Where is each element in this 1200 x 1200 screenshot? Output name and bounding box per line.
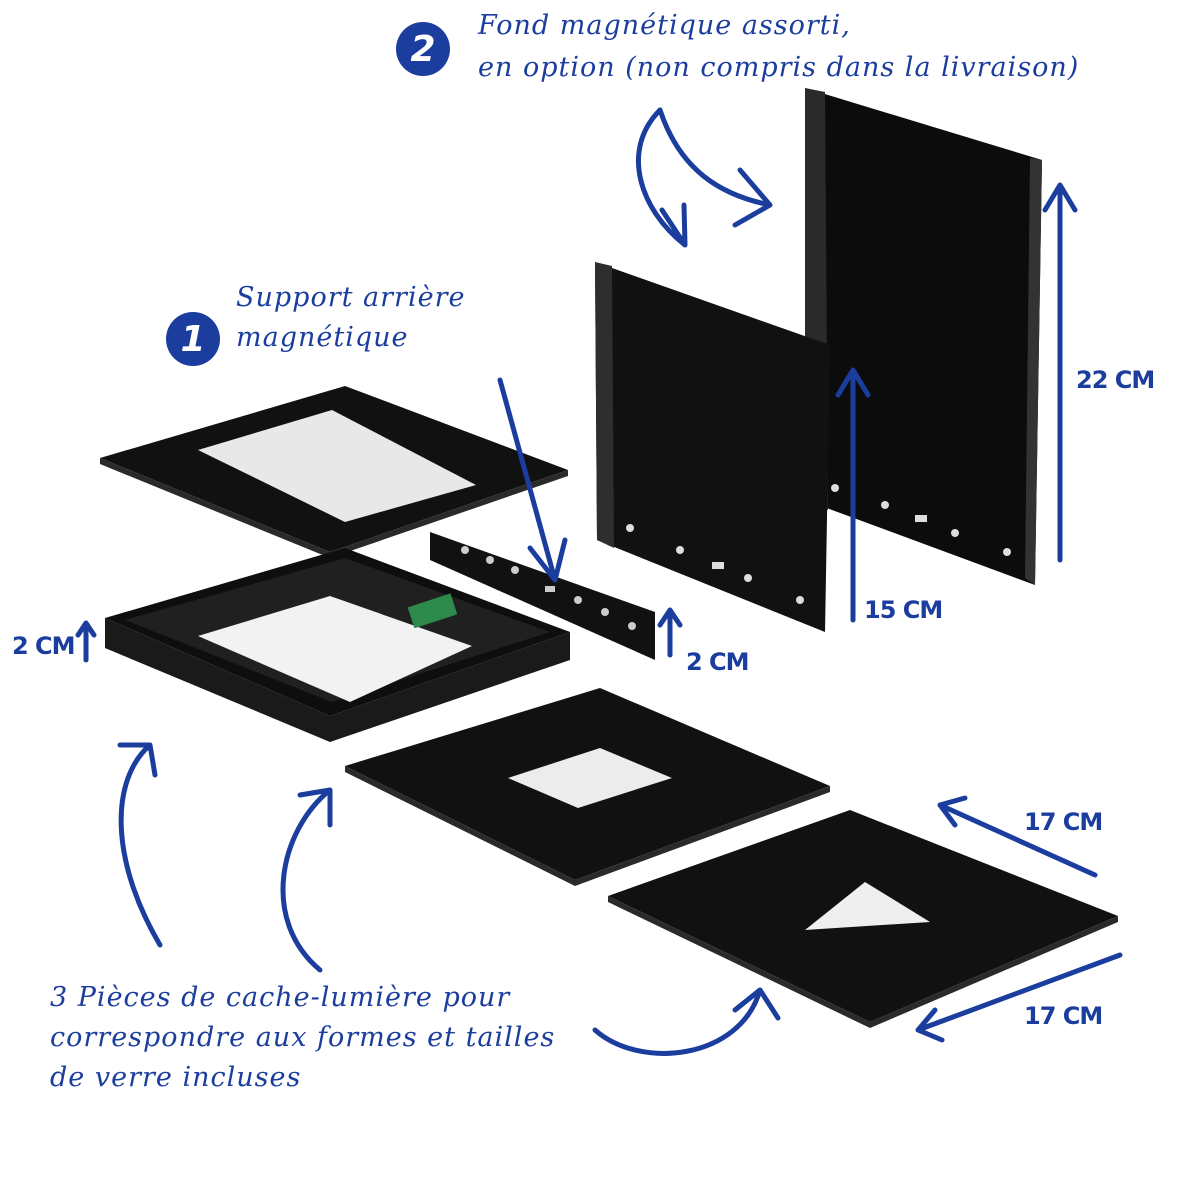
- arrow-icon: [657, 107, 773, 228]
- light-covers-label-line3: de verre incluses: [50, 1062, 302, 1093]
- dimension-strip-2cm: 2 CM: [686, 648, 750, 676]
- optional-back-label-line2: en option (non compris dans la livraison…: [478, 52, 1080, 83]
- arrow-icon: [636, 107, 688, 248]
- optional-back-label-line1: Fond magnétique assorti,: [478, 10, 851, 41]
- arrow-icon: [915, 952, 1123, 1043]
- arrow-icon: [75, 620, 97, 663]
- annotation-arrows: [75, 107, 1123, 1056]
- arrow-icon: [835, 367, 871, 623]
- square-window-plate: [345, 688, 830, 886]
- dimension-22cm: 22 CM: [1076, 366, 1155, 394]
- magnetic-strip: [430, 532, 655, 660]
- magnetic-support-label-line1: Support arrière: [236, 282, 466, 313]
- dimension-15cm: 15 CM: [864, 596, 943, 624]
- dimension-base-2cm: 2 CM: [12, 632, 76, 660]
- top-cover-plate: [100, 386, 568, 558]
- arrow-icon: [657, 607, 683, 658]
- arrow-icon: [1042, 182, 1078, 563]
- triangle-window-plate: [608, 810, 1118, 1028]
- light-covers-label-line2: correspondre aux formes et tailles: [50, 1022, 556, 1053]
- magnetic-support-label-line2: magnétique: [236, 322, 409, 353]
- arrow-icon: [592, 987, 781, 1056]
- dimension-17cm-width: 17 CM: [1024, 1002, 1103, 1030]
- badge-2: 2: [396, 22, 450, 76]
- arrow-icon: [117, 742, 163, 948]
- arrow-icon: [497, 377, 568, 583]
- arrow-icon: [280, 787, 333, 973]
- arrow-icon: [937, 795, 1098, 878]
- short-back-panel: [595, 262, 830, 632]
- base-tray: [105, 548, 570, 742]
- light-covers-label-line1: 3 Pièces de cache-lumière pour: [50, 982, 511, 1013]
- badge-1: 1: [166, 312, 220, 366]
- tall-back-panel: [805, 88, 1042, 585]
- dimension-17cm-depth: 17 CM: [1024, 808, 1103, 836]
